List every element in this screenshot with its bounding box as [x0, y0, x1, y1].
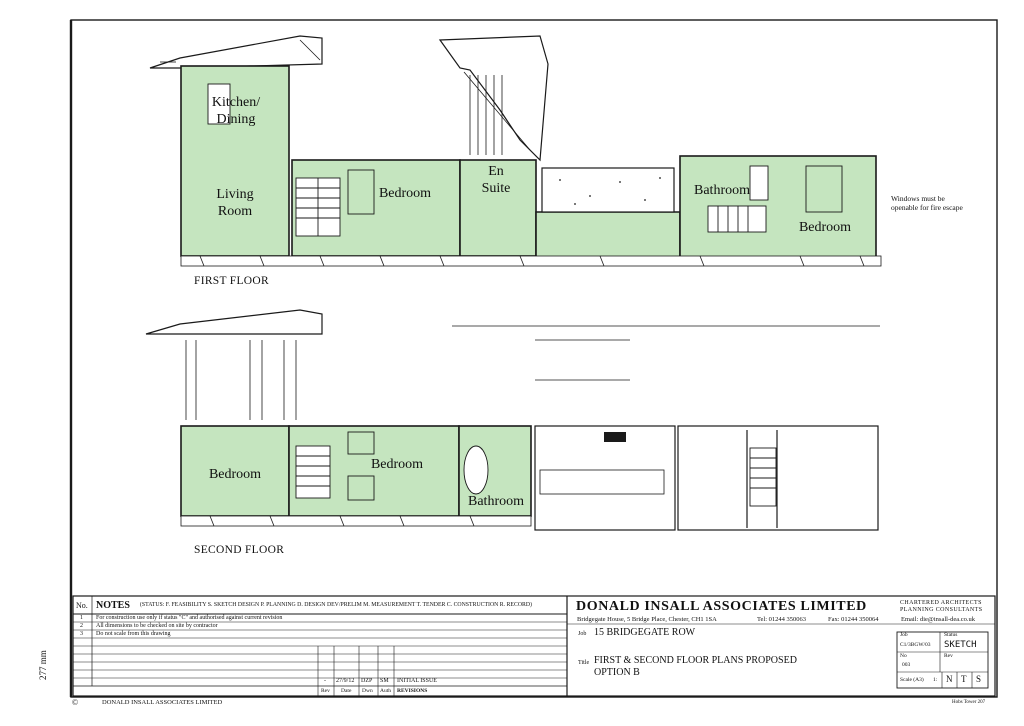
second-floor-plan	[145, 309, 880, 531]
note-3-no: 3	[80, 631, 83, 637]
revision-drawn: DZP	[361, 678, 373, 684]
revision-header-drawn: Dwn	[362, 688, 373, 694]
job-name: 15 BRIDGEGATE ROW	[594, 627, 696, 638]
company-name: DONALD INSALL ASSOCIATES LIMITED	[576, 599, 867, 614]
ff-bedroom1-label: Bedroom	[378, 186, 432, 201]
drawing-title-line2: OPTION B	[594, 667, 640, 678]
status-label: Status	[944, 632, 958, 638]
notes-title: NOTES	[96, 600, 130, 611]
company-address: Bridgegate House, 5 Bridge Place, Cheste…	[577, 616, 717, 623]
job-number-label: Job	[900, 632, 908, 638]
ff-bathroom-label: Bathroom	[694, 183, 750, 198]
ff-ensuite-label: En Suite	[481, 164, 511, 196]
ff-bedroom2-label: Bedroom	[798, 220, 852, 235]
revision-header-auth: Auth	[380, 688, 391, 694]
scale-label: Scale (A3)	[900, 677, 924, 683]
note-2-no: 2	[80, 623, 83, 629]
job-label: Job	[578, 631, 587, 637]
revision-rev: -	[324, 678, 326, 684]
ff-living-label: Living Room	[216, 187, 254, 219]
second-floor-title: SECOND FLOOR	[194, 544, 285, 556]
fire-escape-note: Windows must be openable for fire escape	[891, 194, 963, 212]
sf-bedroom1-label: Bedroom	[208, 467, 262, 482]
scale-t: T	[961, 674, 967, 684]
note-1-text: For construction use only if status "C" …	[96, 615, 283, 621]
status-value: SKETCH	[944, 640, 977, 650]
revision-header-desc: REVISIONS	[397, 688, 428, 694]
revision-date: 27/9/12	[336, 678, 355, 684]
revision-label: Rev	[944, 653, 953, 659]
drawing-no-label: No	[900, 653, 907, 659]
copyright-text: DONALD INSALL ASSOCIATES LIMITED	[102, 699, 223, 706]
scale-colon: 1:	[933, 677, 938, 683]
first-floor-plan	[149, 35, 882, 267]
note-3-text: Do not scale from this drawing	[96, 631, 171, 637]
note-1-no: 1	[80, 615, 83, 621]
job-number: C1/3BGW/03	[900, 642, 931, 648]
drawing-no: 003	[902, 662, 911, 668]
notes-no-header: No.	[76, 601, 88, 610]
title-label: Title	[578, 660, 590, 666]
scale-n: N	[946, 674, 953, 684]
company-email: Email: die@insall-dea.co.uk	[901, 616, 976, 623]
company-fax: Fax: 01244 350064	[828, 616, 879, 623]
company-tagline: CHARTERED ARCHITECTS PLANNING CONSULTANT…	[900, 600, 983, 613]
copyright-symbol: ©	[72, 698, 79, 707]
ff-kitchen-label: Kitchen/ Dining	[211, 95, 261, 127]
first-floor-title: FIRST FLOOR	[194, 275, 269, 287]
sf-bathroom-label: Bathroom	[468, 494, 524, 509]
scale-s: S	[976, 674, 982, 684]
revision-auth: SM	[380, 678, 389, 684]
footer-ref: Hobs Tower 207	[952, 700, 986, 705]
revision-desc: INITIAL ISSUE	[397, 678, 437, 684]
notes-status-key: (STATUS: F. FEASIBILITY S. SKETCH DESIGN…	[140, 602, 532, 608]
drawing-title-line1: FIRST & SECOND FLOOR PLANS PROPOSED	[594, 655, 797, 666]
company-tel: Tel: 01244 350063	[757, 616, 807, 623]
title-block-lines	[72, 595, 996, 697]
revision-header-rev: Rev	[321, 688, 330, 694]
sf-bedroom2-label: Bedroom	[370, 457, 424, 472]
sheet-size-mark: 277 mm	[38, 650, 48, 680]
note-2-text: All dimensions to be checked on site by …	[96, 623, 218, 629]
revision-header-date: Date	[341, 688, 352, 694]
